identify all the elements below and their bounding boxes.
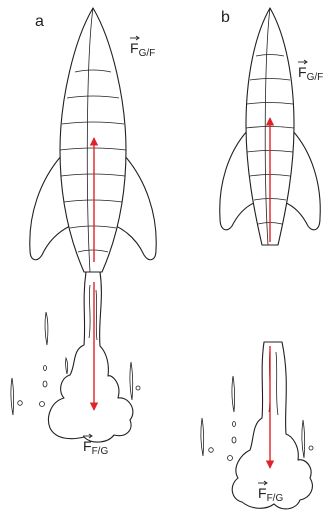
panel-b-label: b: [221, 9, 230, 26]
panel-b-streak-1: [232, 376, 235, 412]
panel-a-bottom-force-symbol: F: [83, 438, 92, 454]
panel-a-top-force-symbol: F: [130, 40, 139, 56]
svg-text:FG/F: FG/F: [298, 64, 323, 83]
panel-b-top-force-subscript: G/F: [307, 72, 324, 83]
svg-text:FG/F: FG/F: [130, 40, 155, 59]
panel-b: b: [201, 8, 323, 509]
panel-a-streak-3: [130, 362, 133, 400]
panel-b-bottom-force-subscript: F/G: [267, 493, 284, 504]
panel-b-exhaust-column: [232, 342, 312, 509]
panel-a: a: [11, 8, 156, 457]
panel-b-top-force-symbol: F: [298, 64, 307, 80]
panel-b-streak-2: [201, 418, 204, 456]
panel-a-body: [60, 8, 126, 272]
panel-a-top-force-subscript: G/F: [139, 48, 156, 59]
panel-b-bottom-force-symbol: F: [258, 485, 267, 501]
panel-a-label: a: [35, 13, 44, 30]
panel-a-streak-2: [11, 378, 14, 415]
panel-b-streak-3: [302, 420, 305, 458]
panel-a-streak-1: [45, 312, 48, 345]
panel-b-top-force-label: FG/F: [298, 60, 323, 83]
panel-b-exhaust: [201, 342, 313, 509]
panel-a-top-force-label: FG/F: [130, 36, 155, 59]
panel-a-bottom-force-subscript: F/G: [92, 446, 109, 457]
panel-a-exhaust: [11, 272, 140, 442]
panel-a-exhaust-column: [49, 272, 133, 442]
